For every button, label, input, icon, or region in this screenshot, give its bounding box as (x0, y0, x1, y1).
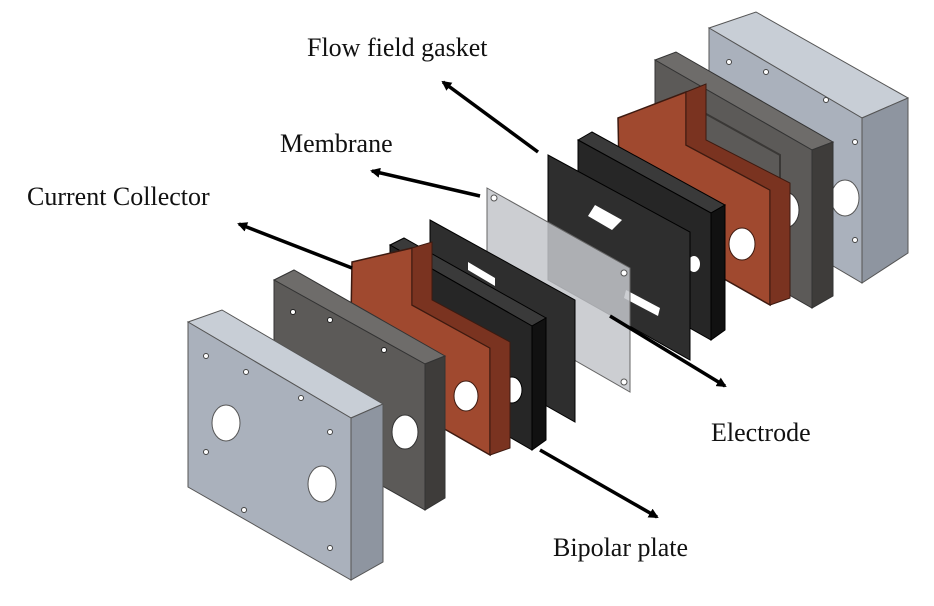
arrow-membrane (370, 167, 481, 198)
label-membrane: Membrane (280, 129, 393, 158)
arrow-electrode (609, 314, 727, 388)
arrow-flow-field-gasket (441, 80, 540, 154)
label-bipolar-plate: Bipolar plate (553, 533, 688, 562)
label-electrode: Electrode (711, 418, 811, 447)
label-flow-field-gasket: Flow field gasket (307, 33, 488, 62)
label-current-collector: Current Collector (27, 182, 210, 211)
arrow-current-collector (237, 222, 353, 270)
arrow-bipolar-plate (539, 448, 659, 519)
end-plate-left (186, 309, 385, 581)
